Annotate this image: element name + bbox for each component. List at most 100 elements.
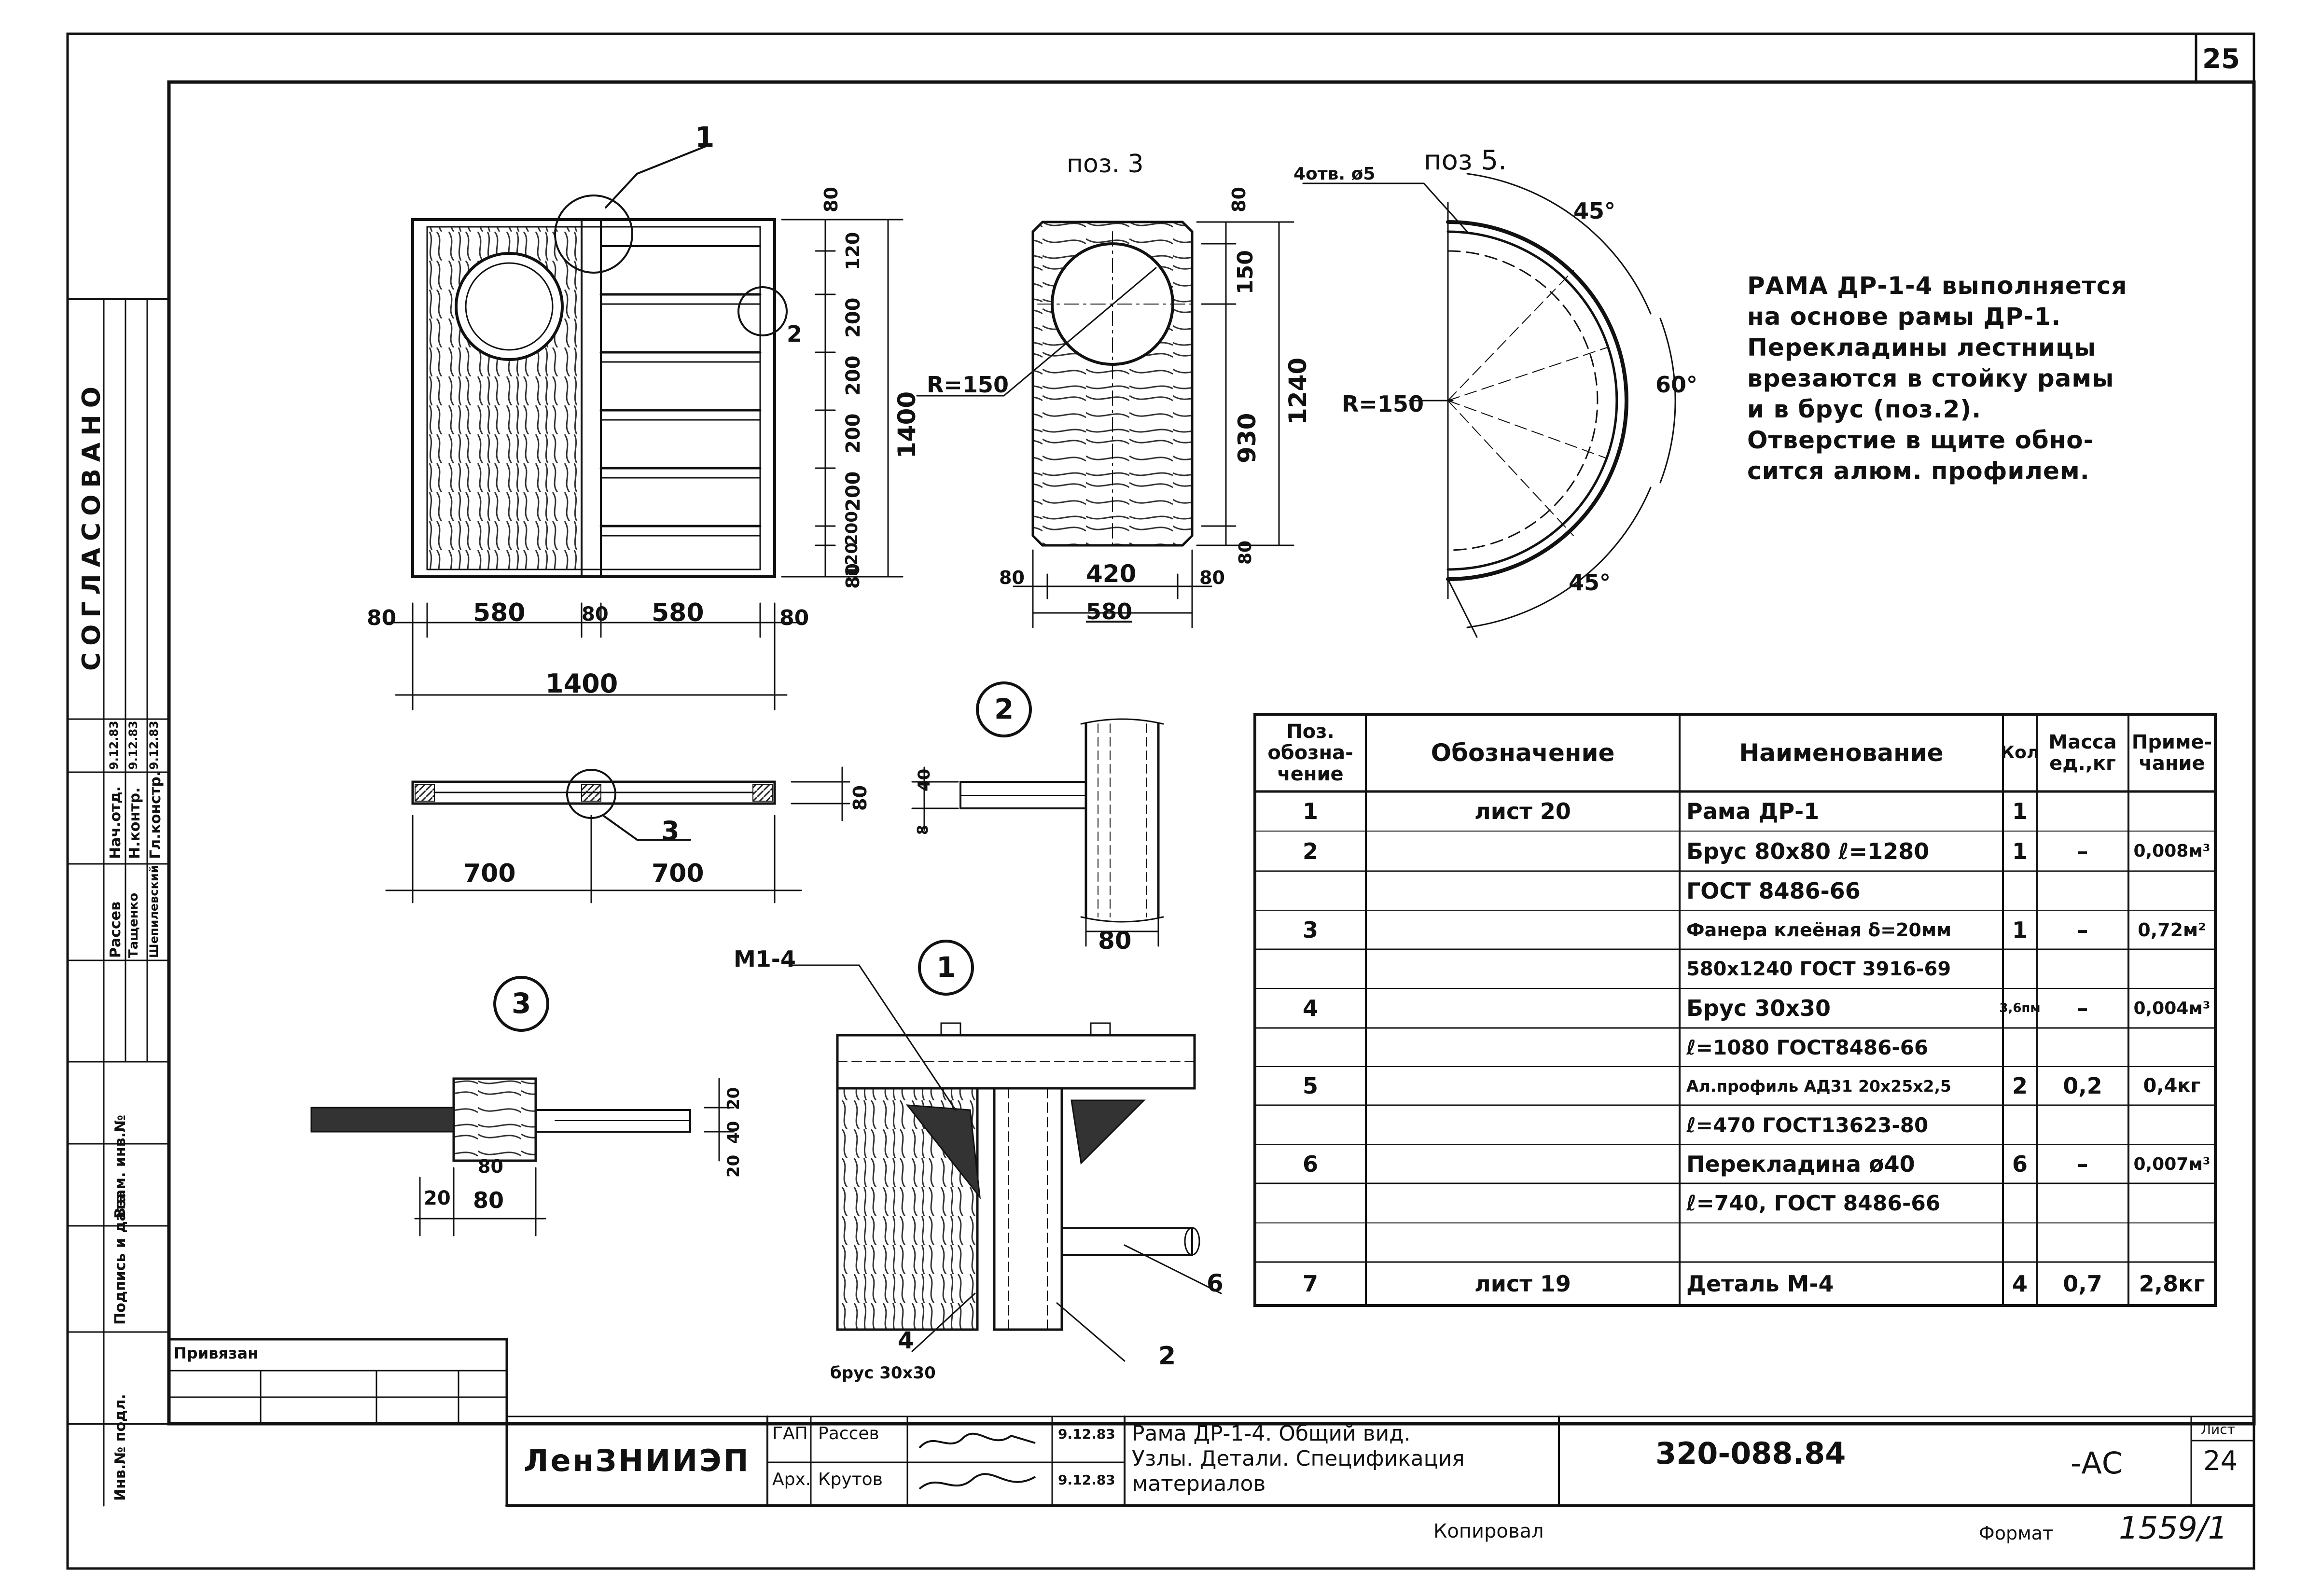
plan-callout-3: 3: [661, 816, 680, 846]
spec-cell-r0-qty: 1: [2012, 798, 2028, 824]
spec-header-pos: Поз. обозна- чение: [1267, 721, 1353, 785]
front-dim-height: 1400: [893, 391, 921, 458]
node1-callout-2: 2: [1158, 1342, 1176, 1371]
node2-dim-h: 80: [1098, 927, 1132, 955]
pos5-radius: R=150: [1342, 391, 1424, 417]
copied-label: Копировал: [1433, 1520, 1544, 1542]
privyazan-label: Привязан: [174, 1344, 259, 1362]
front-callout-2: 2: [787, 321, 803, 347]
drawing-title-line-1: Рама ДР-1-4. Общий вид.: [1132, 1421, 1411, 1446]
spec-cell-r0-note: [2128, 791, 2215, 831]
spec-cell-r7-qty: 2: [2012, 1073, 2028, 1099]
tb-name-1: Рассев: [818, 1424, 879, 1443]
pos3-dim-h-3: 80: [1199, 567, 1225, 588]
spec-cell-r7-note: 0,4кг: [2143, 1075, 2201, 1097]
node2-dim-v-1: 40: [915, 768, 934, 791]
tb-date-1: 9.12.83: [1058, 1426, 1115, 1442]
pos3-dim-v-2: 150: [1233, 250, 1258, 294]
spec-cell-r9-name: Перекладина ø40: [1686, 1151, 1915, 1177]
front-dim-v-7: 200: [842, 511, 862, 545]
side-col-inv: Инв.№ подл.: [112, 1394, 129, 1501]
node1-label: 1: [936, 951, 956, 984]
front-dim-v-9: 80: [820, 187, 842, 212]
spec-cell-r8-name: ℓ=470 ГОСТ13623-80: [1686, 1113, 1929, 1137]
front-dim-v-3: 200: [842, 297, 864, 338]
spec-cell-r11-pos: 7: [1302, 1271, 1318, 1297]
spec-header-note: Приме- чание: [2131, 731, 2212, 775]
spec-cell-r0-designation: лист 20: [1474, 798, 1571, 824]
spec-cell-r1-qty: 1: [2012, 838, 2028, 864]
node2-label: 2: [994, 693, 1014, 725]
pos3-dim-v-1: 80: [1228, 187, 1250, 212]
pos3-dim-width: 580: [1086, 598, 1133, 625]
pos3-title: поз. 3: [1067, 150, 1144, 179]
spec-cell-r4-name: 580х1240 ГОСТ 3916-69: [1686, 958, 1951, 980]
spec-cell-r9-mass: –: [2077, 1151, 2088, 1177]
spec-cell-r11-name: Деталь М-4: [1686, 1271, 1834, 1297]
pos3-dim-v-4: 80: [1236, 540, 1255, 565]
document-code: 320-088.84: [1655, 1436, 1846, 1471]
tb-date-2: 9.12.83: [1058, 1472, 1115, 1488]
spec-cell-r9-pos: 6: [1302, 1151, 1318, 1177]
drawing-title: Рама ДР-1-4. Общий вид. Узлы. Детали. Сп…: [1132, 1421, 1557, 1497]
sheet-number: 24: [2203, 1445, 2238, 1477]
front-dim-h-4: 580: [652, 598, 704, 627]
spec-header-qty: Кол: [2000, 743, 2040, 763]
spec-cell-r1-mass: –: [2077, 838, 2088, 864]
spec-cell-r11-qty: 4: [2012, 1271, 2028, 1297]
pos3-dim-h-1: 80: [999, 567, 1025, 588]
pos5-angle-3: 45°: [1569, 569, 1611, 596]
side-name-3: Шепилевский: [147, 865, 161, 958]
side-date-1: 9.12.83: [107, 721, 121, 770]
front-dim-h-3: 80: [582, 603, 609, 625]
front-dim-v-8: 120: [842, 542, 862, 577]
document-stage: -АС: [2071, 1445, 2123, 1481]
pos3-dim-h-2: 420: [1086, 560, 1137, 588]
front-dim-h-2: 580: [473, 598, 526, 627]
side-role-2: Н.контр.: [126, 787, 143, 859]
spec-cell-r7-pos: 5: [1302, 1073, 1318, 1099]
drawing-title-line-3: материалов: [1132, 1471, 1266, 1496]
front-dim-v-6: 200: [842, 471, 864, 512]
node1-callout-4: 4: [898, 1327, 914, 1354]
spec-cell-r5-name: Брус 30х30: [1686, 995, 1831, 1021]
spec-cell-r9-note: 0,007м³: [2133, 1154, 2211, 1174]
spec-cell-r0-name: Рама ДР-1: [1686, 798, 1820, 824]
node3-dim-h-2: 80: [473, 1187, 504, 1213]
pos5-angle-1: 45°: [1573, 198, 1616, 224]
spec-cell-r11-mass: 0,7: [2063, 1271, 2102, 1297]
pos5-title: поз 5.: [1424, 145, 1507, 176]
pos3-dim-height: 1240: [1284, 357, 1312, 425]
spec-cell-r6-name: ℓ=1080 ГОСТ8486-66: [1686, 1035, 1929, 1059]
node1-callout-6: 6: [1207, 1269, 1224, 1297]
spec-cell-r3-note: 0,72м²: [2138, 919, 2206, 941]
tb-signature-1: [915, 1426, 1045, 1455]
spec-cell-r3-mass: –: [2077, 916, 2088, 943]
page-number: 25: [2202, 43, 2240, 75]
node1-note: брус 30х30: [830, 1363, 936, 1383]
spec-cell-r3-pos: 3: [1302, 916, 1318, 943]
spec-cell-r7-mass: 0,2: [2063, 1073, 2102, 1099]
spec-header-designation: Обозначение: [1431, 739, 1615, 767]
tb-role-2: Арх.: [772, 1470, 811, 1489]
side-name-1: Рассев: [107, 901, 124, 958]
front-dim-v-2: 120: [842, 232, 863, 270]
side-name-2: Тащенко: [126, 892, 141, 958]
spec-cell-r1-note: 0,008м³: [2133, 841, 2211, 861]
node3-dim-total: 80: [478, 1156, 503, 1177]
node3-label: 3: [512, 987, 531, 1020]
spec-cell-r0-pos: 1: [1302, 798, 1318, 824]
note-line-1: РАМА ДР-1-4 выполняется: [1747, 272, 2127, 300]
spec-cell-r5-pos: 4: [1302, 995, 1318, 1021]
side-col-vzam: Взам. инв.№: [112, 1114, 129, 1219]
spec-cell-r5-note: 0,004м³: [2133, 998, 2211, 1018]
spec-cell-r10-name: ℓ=740, ГОСТ 8486-66: [1686, 1191, 1941, 1216]
spec-header-mass: Масса ед.,кг: [2048, 731, 2117, 775]
pos5-holes: 4отв. ø5: [1293, 164, 1376, 184]
side-role-3: Гл.констр.: [147, 771, 164, 859]
spec-header-name: Наименование: [1739, 739, 1944, 767]
note-line-3: Перекладины лестницы: [1747, 333, 2097, 361]
front-dim-v-4: 200: [842, 355, 864, 396]
front-dim-v-5: 200: [842, 413, 864, 454]
